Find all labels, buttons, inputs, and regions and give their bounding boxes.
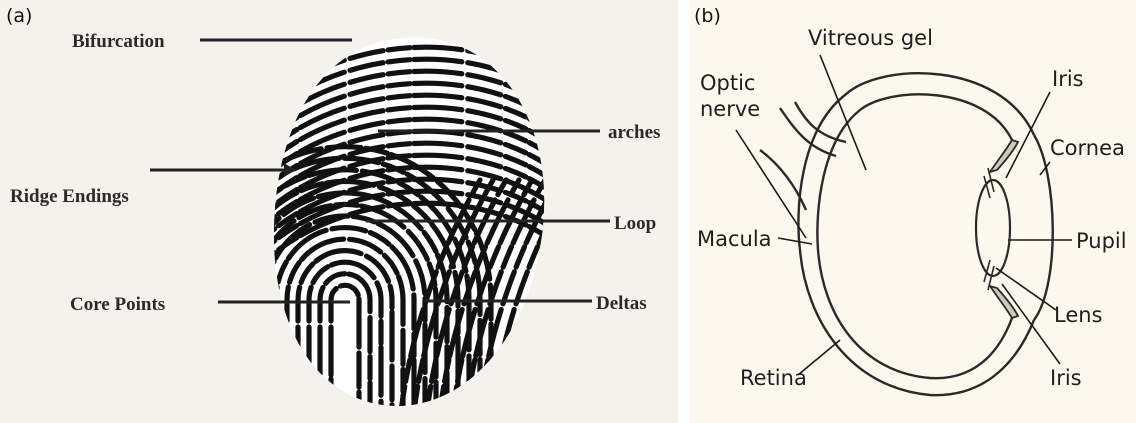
- lens-label: Lens: [1054, 303, 1103, 327]
- ridge-endings-label: Ridge Endings: [10, 186, 129, 207]
- iris-top-label: Iris: [1052, 67, 1084, 91]
- vitreous-gel-label: Vitreous gel: [808, 26, 933, 50]
- cornea-label: Cornea: [1050, 136, 1125, 160]
- deltas-label: Deltas: [596, 293, 647, 314]
- arches-label: arches: [608, 122, 660, 143]
- panel-a-tag: (a): [6, 5, 32, 27]
- panel-a: (a) Bifurcation arches Ridge Endings Loo…: [0, 0, 678, 423]
- bifurcation-label: Bifurcation: [72, 31, 165, 52]
- panel-b-tag: (b): [694, 5, 721, 27]
- panel-b-background: [690, 0, 1136, 423]
- core-points-label: Core Points: [70, 294, 165, 315]
- retina-label: Retina: [740, 366, 807, 390]
- panel-b: (b) Vitreou: [690, 0, 1136, 423]
- pupil-label: Pupil: [1076, 229, 1127, 253]
- iris-bottom-label: Iris: [1050, 366, 1082, 390]
- macula-label: Macula: [697, 227, 772, 251]
- lens-shape: [976, 180, 1010, 276]
- optic-label: Optic: [700, 71, 755, 95]
- loop-label: Loop: [614, 213, 656, 234]
- nerve-label: nerve: [700, 97, 760, 121]
